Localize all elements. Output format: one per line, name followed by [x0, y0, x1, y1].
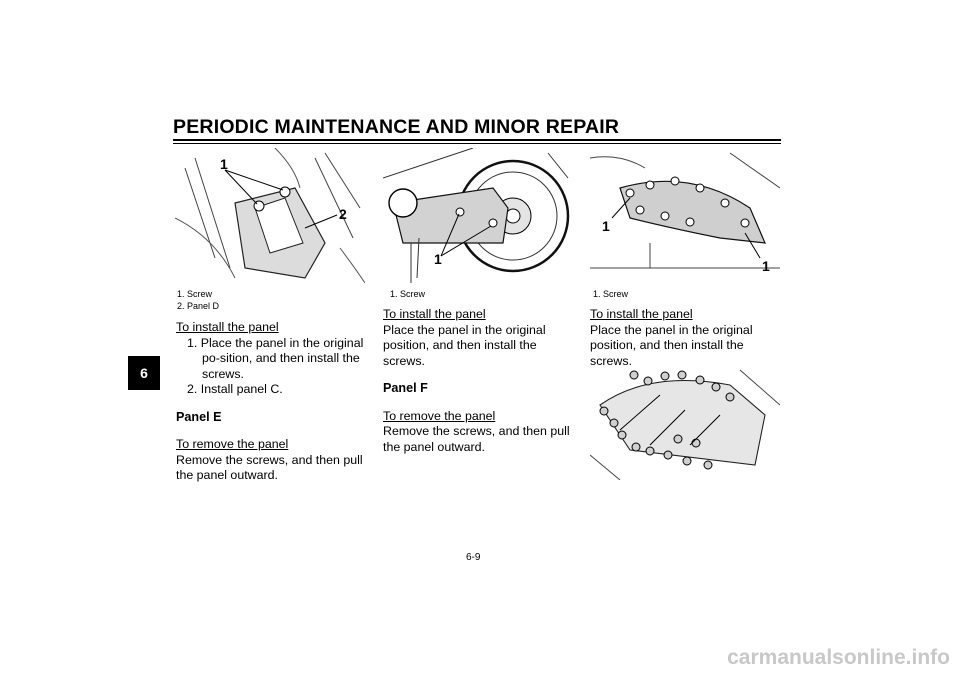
- figure-callouts: 1. Screw: [593, 288, 628, 300]
- list-item: 2. Install panel C.: [187, 382, 283, 396]
- column-3: To install the panel Place the panel in …: [590, 307, 782, 369]
- body-paragraph: Place the panel in the original position…: [383, 322, 546, 368]
- figure-panel-f-screws-detail: [590, 355, 780, 480]
- column-2: To install the panel Place the panel in …: [383, 307, 575, 455]
- callout-item: 2. Panel D: [177, 301, 220, 311]
- figure-marker: 1: [602, 218, 610, 234]
- body-paragraph: Remove the screws, and then pull the pan…: [176, 452, 363, 483]
- body-paragraph: Place the panel in the original position…: [590, 322, 753, 368]
- chapter-tab: 6: [128, 356, 160, 390]
- install-heading: To install the panel: [590, 307, 693, 321]
- header-rule: [173, 139, 781, 141]
- section-heading: Panel F: [383, 381, 428, 395]
- figure-panel-d: 1 2: [175, 148, 365, 283]
- page-title: PERIODIC MAINTENANCE AND MINOR REPAIR: [173, 116, 620, 138]
- figure-panel-d-illustration: [175, 148, 365, 283]
- figure-marker: 1: [434, 251, 442, 267]
- callout-item: 1. Screw: [390, 289, 426, 299]
- callout-item: 1. Screw: [177, 289, 213, 299]
- figure-screws-detail-illustration: [590, 355, 780, 480]
- body-paragraph: Remove the screws, and then pull the pan…: [383, 424, 570, 454]
- figure-callouts: 1. Screw 2. Panel D: [177, 288, 219, 312]
- figure-callouts: 1. Screw: [390, 288, 425, 300]
- callout-item: 1. Screw: [593, 289, 629, 299]
- section-heading: Panel E: [176, 409, 222, 424]
- watermark: carmanualsonline.info: [727, 646, 950, 669]
- figure-panel-e: 1: [383, 148, 573, 283]
- install-heading: To install the panel: [176, 320, 279, 334]
- column-1: To install the panel 1. Place the panel …: [176, 320, 366, 484]
- list-item: 1. Place the panel in the original po-si…: [187, 335, 364, 381]
- figure-marker: 2: [339, 206, 347, 222]
- figure-panel-f: 1 1: [590, 148, 780, 283]
- figure-panel-e-illustration: [383, 148, 573, 283]
- remove-heading: To remove the panel: [383, 408, 496, 423]
- page-number: 6-9: [466, 552, 481, 563]
- remove-heading: To remove the panel: [176, 437, 289, 451]
- figure-marker: 1: [220, 156, 228, 172]
- figure-marker: 1: [762, 258, 770, 274]
- header-rule-thin: [173, 143, 781, 144]
- install-heading: To install the panel: [383, 307, 486, 321]
- figure-panel-f-illustration: [590, 148, 780, 283]
